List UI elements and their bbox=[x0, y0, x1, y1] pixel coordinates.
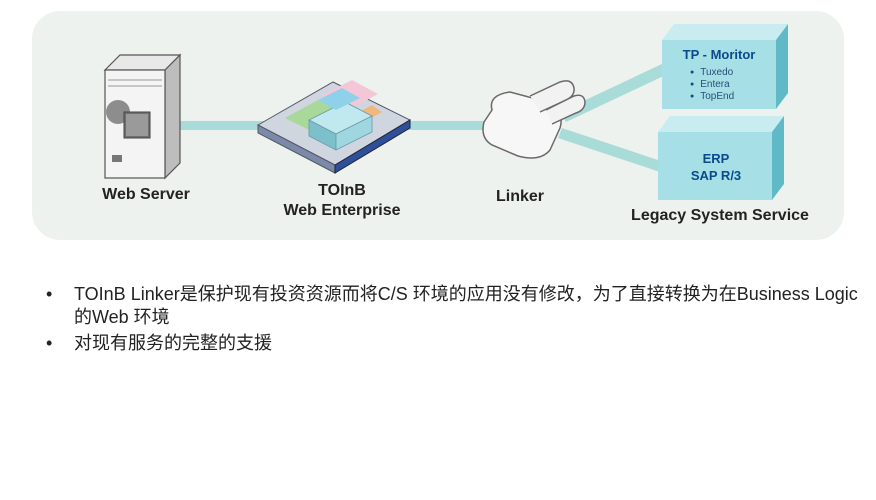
toinb-label-line2: Web Enterprise bbox=[283, 202, 401, 219]
erp-line1: ERP bbox=[702, 151, 730, 166]
toinb-chip-icon bbox=[256, 80, 412, 174]
toinb-label-line1: TOInB bbox=[318, 182, 366, 199]
tp-monitor-item: TopEnd bbox=[690, 91, 734, 103]
connectors bbox=[170, 63, 670, 172]
erp-text: ERP SAP R/3 bbox=[658, 150, 774, 184]
note-item: • 对现有服务的完整的支援 bbox=[46, 332, 866, 355]
linker-plug-icon bbox=[482, 80, 586, 159]
connector-linker-erp bbox=[558, 128, 664, 172]
note-text: TOInB Linker是保护现有投资资源而将C/S 环境的应用没有修改，为了直… bbox=[74, 284, 858, 327]
connector-webserver-toinb bbox=[170, 121, 265, 130]
tp-monitor-list: Tuxedo Entera TopEnd bbox=[690, 67, 734, 103]
toinb-label: TOInB Web Enterprise bbox=[262, 181, 422, 221]
note-item: • TOInB Linker是保护现有投资资源而将C/S 环境的应用没有修改，为… bbox=[46, 283, 866, 329]
tp-monitor-item: Tuxedo bbox=[690, 67, 734, 79]
tp-monitor-title: TP - Moritor bbox=[682, 47, 756, 62]
note-text: 对现有服务的完整的支援 bbox=[74, 333, 272, 353]
connector-linker-tp bbox=[560, 63, 670, 122]
tp-monitor-item: Entera bbox=[690, 79, 734, 91]
bullet-marker: • bbox=[46, 284, 53, 304]
connector-toinb-linker bbox=[405, 121, 490, 130]
web-server-icon bbox=[103, 53, 182, 180]
web-server-label: Web Server bbox=[102, 186, 190, 203]
notes-list: • TOInB Linker是保护现有投资资源而将C/S 环境的应用没有修改，为… bbox=[46, 283, 866, 358]
legacy-system-label: Legacy System Service bbox=[631, 207, 809, 224]
erp-box bbox=[658, 116, 784, 200]
erp-line2: SAP R/3 bbox=[690, 168, 742, 183]
bullet-marker: • bbox=[46, 333, 53, 353]
linker-label: Linker bbox=[495, 188, 544, 205]
